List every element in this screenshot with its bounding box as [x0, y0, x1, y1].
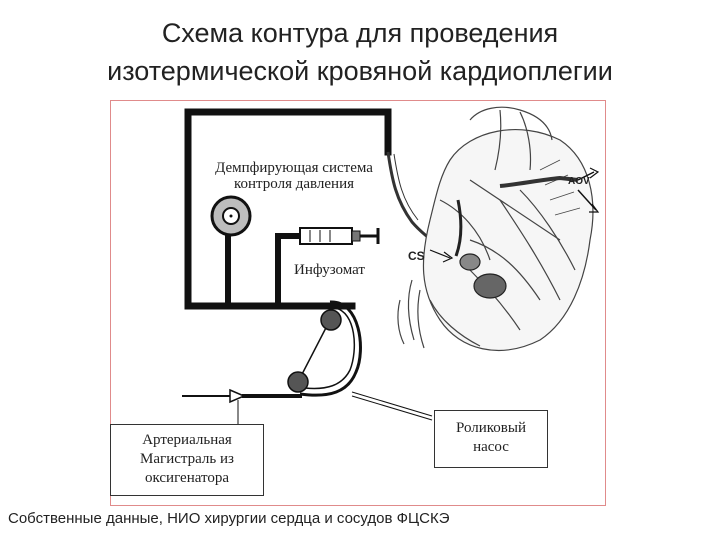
- pointer-lines: [237, 391, 433, 426]
- cs-label: CS: [408, 249, 425, 263]
- title-line-2: изотермической кровяной кардиоплегии: [107, 56, 613, 86]
- title-line-1: Схема контура для проведения: [161, 18, 559, 48]
- roller-pump-line-1: Роликовый: [456, 420, 526, 436]
- damping-system-label: Демпфирующая система контроля давления: [196, 160, 392, 192]
- roller-pump-line-2: насос: [473, 439, 509, 455]
- source-footnote: Собственные данные, НИО хирургии сердца …: [8, 510, 450, 527]
- arterial-line-3: оксигенатора: [144, 470, 230, 486]
- roller-pump: [287, 300, 362, 397]
- infusomat-label: Инфузомат: [294, 262, 365, 278]
- arterial-inflow: [182, 388, 302, 404]
- roller-pump-label: Роликовый насос: [434, 410, 548, 468]
- damping-label-line-1: Демпфирующая система: [215, 160, 373, 176]
- arterial-line-label: Артериальная Магистраль из оксигенатора: [110, 424, 264, 496]
- aov-label: AOV: [568, 176, 590, 187]
- slide-title: Схема контура для проведения изотермичес…: [0, 14, 720, 90]
- syringe: [299, 227, 380, 245]
- pressure-gauge: [210, 195, 252, 237]
- tubing: [184, 108, 392, 310]
- damping-label-line-2: контроля давления: [234, 176, 354, 192]
- arterial-line-1: Артериальная: [142, 432, 232, 448]
- arterial-line-2: Магистраль из: [140, 451, 234, 467]
- heart-illustration: [397, 106, 600, 351]
- pressure-loop-tube: [184, 108, 392, 310]
- infusion-tube: [275, 233, 303, 309]
